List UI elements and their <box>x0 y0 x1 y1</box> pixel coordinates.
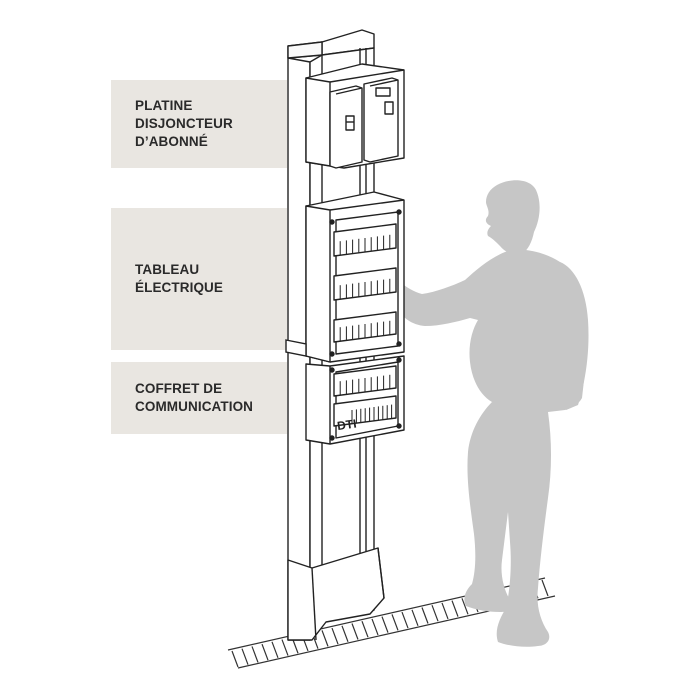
coffret-communication: DTI <box>306 356 404 444</box>
platine-disjoncteur <box>306 64 404 168</box>
dti-mark: DTI <box>336 416 357 433</box>
person-silhouette <box>377 180 588 647</box>
tableau-electrique <box>306 192 404 362</box>
